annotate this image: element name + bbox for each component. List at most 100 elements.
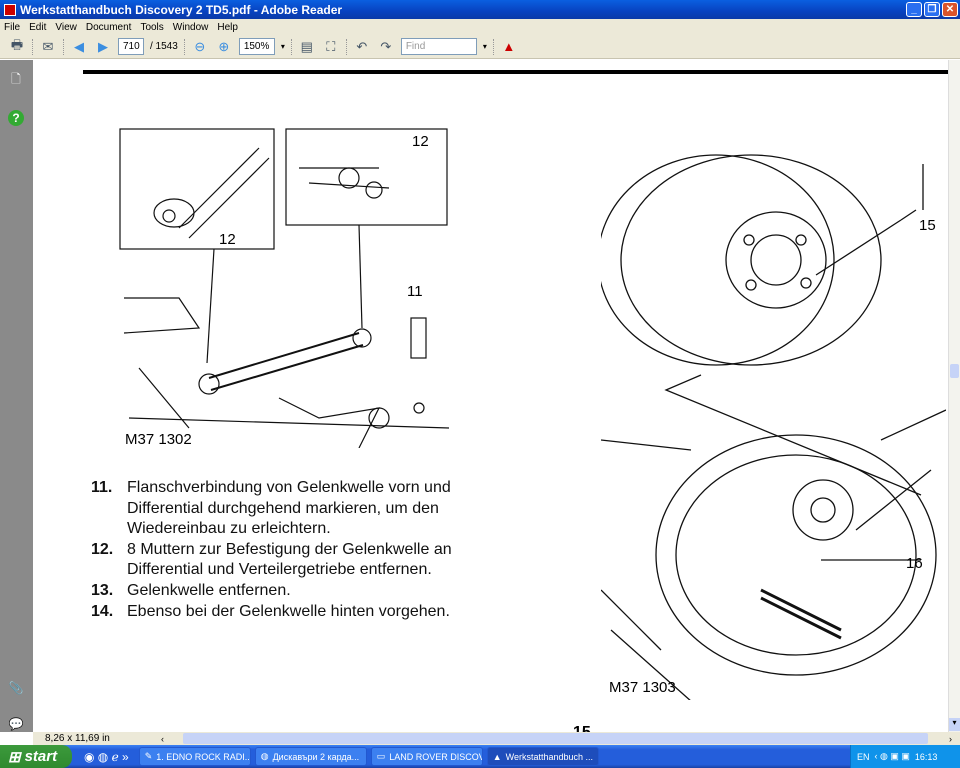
start-label: start — [24, 748, 58, 765]
scroll-left-button[interactable]: ‹ — [161, 733, 164, 744]
windows-logo-icon: ⊞ — [8, 748, 21, 766]
taskbar: ⊞start ◉ ◍ ℯ » ✎1. EDNO ROCK RADI... ◍Ди… — [0, 745, 960, 768]
attachments-icon[interactable]: 📎 — [8, 681, 24, 695]
step-14: 14. Ebenso bei der Gelenkwelle hinten vor… — [91, 602, 452, 623]
step-text: 8 Muttern zur Befestigung der Gelenkwell… — [127, 540, 452, 558]
minimize-button[interactable]: _ — [906, 2, 922, 17]
detail-box-right — [285, 128, 448, 226]
task-icon: ✎ — [144, 751, 153, 761]
task-button-folder[interactable]: ▭LAND ROVER DISCOV... — [370, 747, 483, 766]
start-button[interactable]: ⊞start — [0, 745, 72, 768]
callout-16: 16 — [906, 555, 923, 572]
step-number: 14. — [91, 602, 114, 620]
pdf-icon: ▲ — [492, 751, 502, 762]
window-title: Werkstatthandbuch Discovery 2 TD5.pdf - … — [20, 2, 343, 17]
close-button[interactable]: ✕ — [942, 2, 958, 17]
step-text: Differential durchgehend markieren, um d… — [127, 499, 439, 517]
separator — [492, 38, 494, 55]
zoom-dropdown-icon[interactable]: ▾ — [280, 42, 285, 51]
page-number-input[interactable]: 710 — [118, 38, 144, 55]
find-dropdown-icon[interactable]: ▾ — [482, 42, 487, 51]
header-rule — [83, 70, 948, 74]
step-text: Ebenso bei der Gelenkwelle hinten vorgeh… — [127, 602, 450, 620]
find-input[interactable]: Find — [400, 38, 477, 55]
step-text: Differential und Verteilergetriebe entfe… — [127, 561, 432, 579]
separator — [32, 38, 33, 55]
step-number: 13. — [91, 581, 114, 599]
maximize-button[interactable]: ❐ — [924, 2, 940, 17]
next-page-icon[interactable]: ▶ — [98, 38, 108, 54]
callout-11: 11 — [407, 283, 423, 300]
step-text: Gelenkwelle entfernen. — [127, 581, 291, 599]
email-icon[interactable]: ✉ — [42, 38, 54, 54]
figure-id-1303: M37 1303 — [609, 679, 676, 696]
figure-brake-drum: 15 16 M37 1303 — [601, 154, 946, 700]
rotate-right-icon[interactable]: ↷ — [380, 38, 392, 54]
step-13: 13. Gelenkwelle entfernen. — [91, 581, 452, 602]
folder-icon: ▭ — [376, 751, 386, 761]
step-number: 12. — [91, 540, 114, 558]
adobe-acrobat-icon[interactable]: ▲ — [502, 39, 516, 54]
pages-icon[interactable]: 🗋 — [11, 71, 21, 86]
scroll-right-button[interactable]: › — [949, 733, 952, 744]
step-12: 12. 8 Muttern zur Befestigung der Gelenkw… — [91, 540, 452, 581]
clock: 16:13 — [914, 751, 938, 762]
vertical-scrollbar[interactable]: ▾ — [948, 60, 960, 732]
help-icon[interactable]: ? — [8, 110, 24, 126]
document-page: 12 12 11 M37 1302 15 16 M37 1303 11. Flan… — [33, 60, 948, 732]
zoom-level-input[interactable]: 150% — [238, 38, 275, 55]
task-icon: ◍ — [260, 751, 269, 761]
fit-page-icon[interactable]: ⛶ — [326, 38, 336, 54]
comments-icon[interactable]: 💬 — [8, 717, 24, 731]
separator — [63, 38, 64, 55]
separator — [183, 38, 185, 55]
previous-page-icon[interactable]: ◀ — [74, 38, 84, 54]
horizontal-scrollbar[interactable] — [183, 733, 928, 744]
step-text: Flanschverbindung von Gelenkwelle vorn u… — [127, 479, 451, 496]
page-total: / 1543 — [150, 41, 178, 52]
scroll-down-button[interactable]: ▾ — [949, 718, 960, 731]
step-11: 11. Flanschverbindung von Gelenkwelle vor… — [91, 478, 452, 540]
step-text: Wiedereinbau zu erleichtern. — [127, 520, 331, 538]
task-button-adobe-reader[interactable]: ▲Werkstatthandbuch ... — [486, 747, 599, 766]
status-bar: 8,26 x 11,69 in ‹ › — [33, 732, 960, 745]
task-label: Werkstatthandbuch ... — [505, 751, 594, 762]
menu-edit[interactable]: Edit — [29, 21, 47, 33]
detail-box-left — [119, 128, 275, 250]
menu-view[interactable]: View — [55, 21, 77, 33]
print-icon[interactable]: 🖶 — [10, 36, 24, 52]
menu-tools[interactable]: Tools — [140, 21, 164, 33]
toolbar: 🖶 ✉ ◀ ▶ 710 / 1543 ⊖ ⊕ 150% ▾ ▤ ⛶ ↶ ↷ Fi… — [0, 35, 960, 59]
task-label: Дискавъри 2 карда... — [272, 751, 360, 762]
callout-12-left: 12 — [219, 231, 236, 248]
scroll-thumb[interactable] — [950, 364, 959, 378]
task-label: 1. EDNO ROCK RADI... — [156, 751, 251, 762]
title-bar: Werkstatthandbuch Discovery 2 TD5.pdf - … — [0, 0, 960, 19]
figure-id-1302: M37 1302 — [125, 431, 192, 448]
separator — [290, 38, 292, 55]
task-label: LAND ROVER DISCOV... — [389, 751, 483, 762]
figure-propshaft: 12 12 11 M37 1302 — [119, 128, 449, 448]
menu-file[interactable]: File — [4, 21, 21, 33]
instruction-steps: 11. Flanschverbindung von Gelenkwelle vor… — [91, 478, 452, 622]
page-size: 8,26 x 11,69 in — [45, 733, 110, 744]
step-number: 11. — [91, 479, 113, 496]
fit-width-icon[interactable]: ▤ — [300, 38, 313, 54]
quicklaunch-icons[interactable]: ◉ ◍ ℯ » — [84, 749, 129, 764]
zoom-in-icon[interactable]: ⊕ — [218, 38, 230, 54]
menu-window[interactable]: Window — [172, 21, 209, 33]
adobe-reader-icon — [4, 3, 16, 16]
menu-document[interactable]: Document — [85, 21, 132, 33]
rotate-left-icon[interactable]: ↶ — [356, 38, 368, 54]
tray-icons[interactable]: ‹ ◍ ▣ ▣ — [874, 751, 910, 761]
language-indicator[interactable]: EN — [857, 751, 870, 762]
system-tray: EN ‹ ◍ ▣ ▣ 16:13 — [850, 745, 960, 768]
menu-bar: File Edit View Document Tools Window Hel… — [0, 19, 960, 35]
callout-15: 15 — [919, 217, 936, 234]
step-15-number: 15. — [573, 724, 595, 732]
task-button-radio[interactable]: ✎1. EDNO ROCK RADI... — [138, 747, 251, 766]
menu-help[interactable]: Help — [217, 21, 238, 33]
task-button-browser[interactable]: ◍Дискавъри 2 карда... — [254, 747, 367, 766]
navigation-panel: 🗋 ? 📎 💬 — [0, 60, 33, 732]
zoom-out-icon[interactable]: ⊖ — [194, 38, 206, 54]
